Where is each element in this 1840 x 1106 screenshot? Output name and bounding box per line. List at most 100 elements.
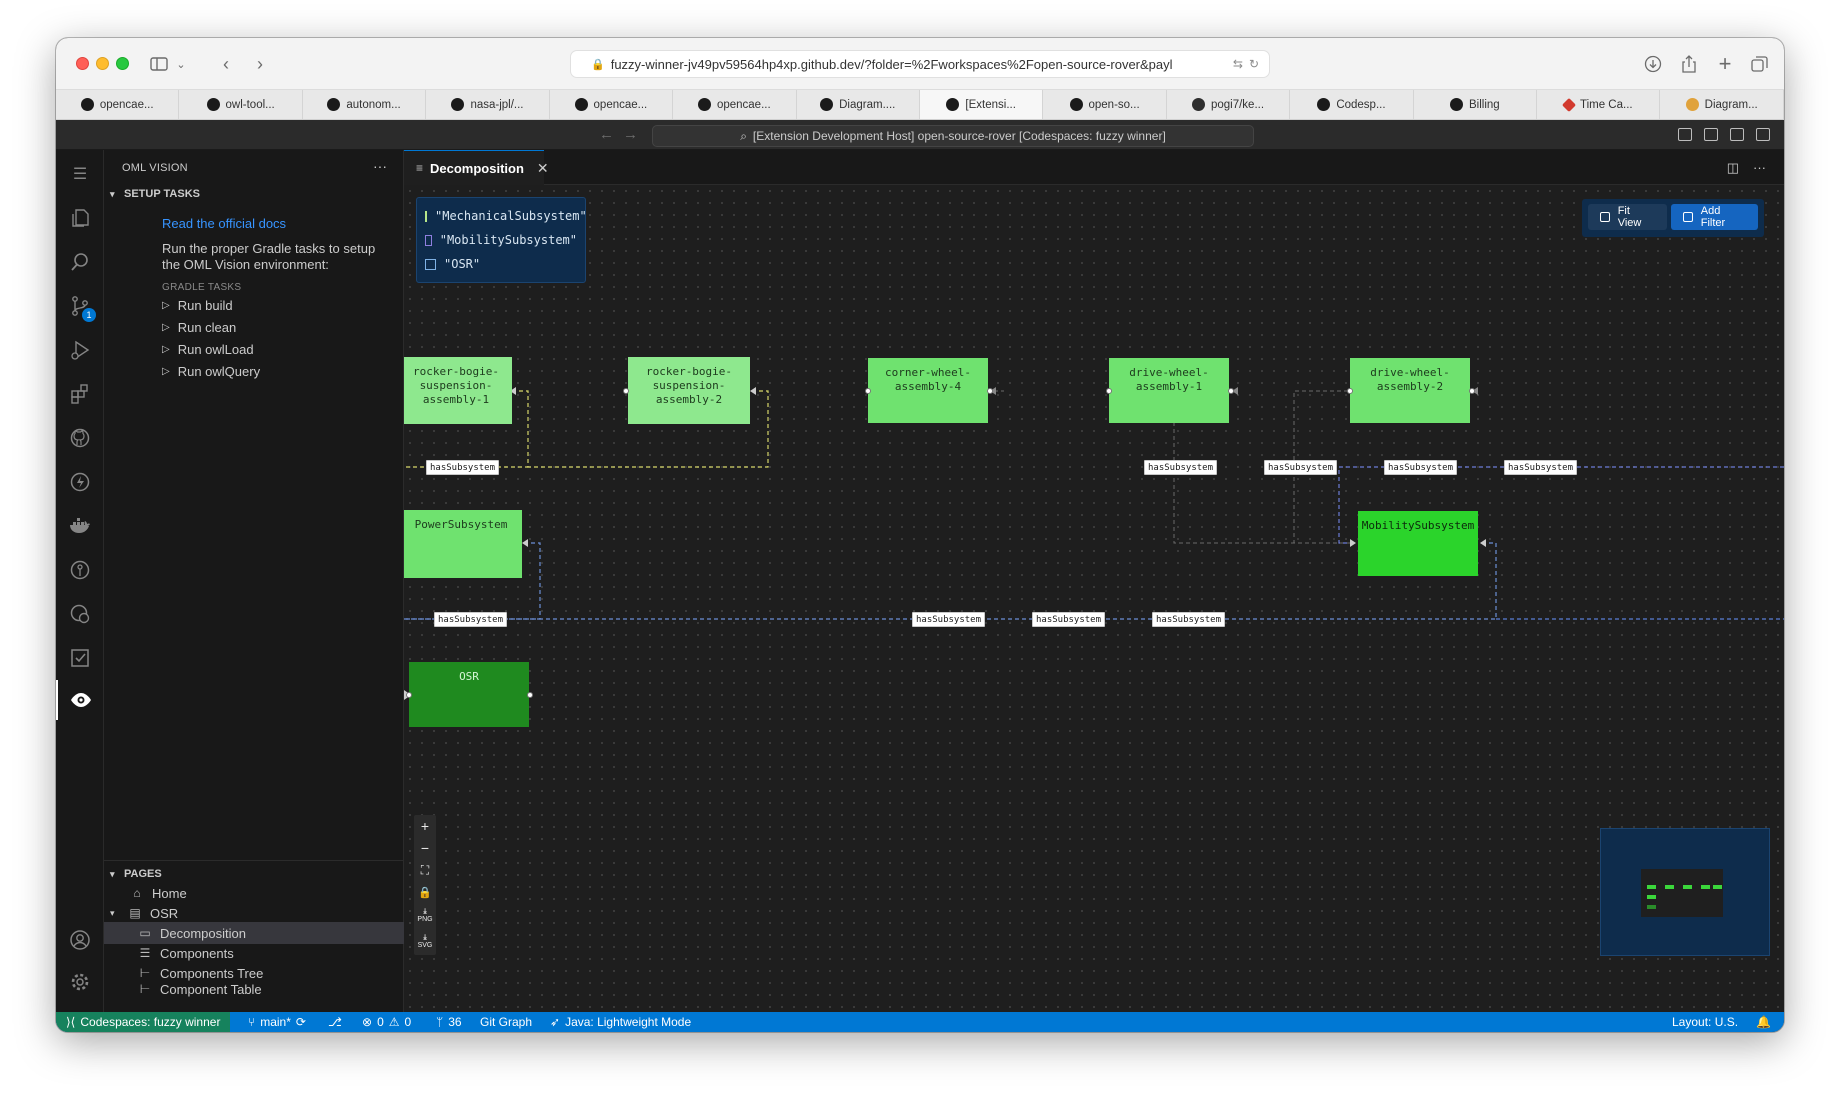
github-icon[interactable] — [56, 418, 104, 458]
notifications-bell-icon[interactable]: 🔔 — [1756, 1015, 1771, 1029]
fit-view-button[interactable]: Fit View — [1588, 204, 1668, 230]
legend-item[interactable]: "MobilitySubsystem" — [425, 228, 577, 252]
download-icon[interactable] — [1642, 50, 1664, 78]
node-power-subsystem[interactable]: PowerSubsystem — [404, 510, 522, 578]
page-home[interactable]: ⌂Home — [130, 882, 402, 904]
browser-tab[interactable]: Diagram... — [1660, 90, 1784, 119]
tab-overview-icon[interactable] — [1748, 50, 1770, 78]
node-rocker-bogie-suspension-assembly-2[interactable]: rocker-bogie- suspension- assembly-2 — [628, 357, 750, 424]
browser-tab[interactable]: nasa-jpl/... — [426, 90, 550, 119]
page-decomposition[interactable]: ▭Decomposition — [104, 922, 404, 944]
docker-icon[interactable] — [56, 506, 104, 546]
edge-label[interactable]: hasSubsystem — [1504, 460, 1578, 475]
command-center[interactable]: ⌕ [Extension Development Host] open-sour… — [652, 125, 1254, 147]
account-icon[interactable] — [56, 920, 104, 960]
customize-layout-icon[interactable] — [1756, 128, 1770, 141]
sync-icon[interactable]: ⟳ — [295, 1015, 306, 1029]
browser-tab[interactable]: opencae... — [673, 90, 797, 119]
checkbox-icon[interactable] — [425, 258, 436, 270]
menu-icon[interactable]: ☰ — [72, 166, 88, 183]
lock-icon[interactable]: 🔒 — [418, 886, 432, 899]
source-control-icon[interactable]: 1 — [56, 286, 104, 326]
edge-label[interactable]: hasSubsystem — [434, 612, 508, 627]
translate-icon[interactable]: ⇆ — [1232, 57, 1243, 71]
task-run-owlload[interactable]: ▷Run owlLoad — [162, 342, 254, 357]
page-component-table[interactable]: ⊢Component Table — [138, 982, 402, 998]
zoom-in-icon[interactable]: + — [420, 818, 430, 834]
sidebar-toggle-icon[interactable] — [148, 50, 170, 78]
timeline-icon[interactable] — [56, 550, 104, 590]
edge-label[interactable]: hasSubsystem — [912, 612, 986, 627]
gear-icon[interactable] — [56, 962, 104, 1002]
address-bar[interactable]: 🔒 fuzzy-winner-jv49pv59564hp4xp.github.d… — [570, 50, 1270, 78]
browser-tab[interactable]: owl-tool... — [179, 90, 303, 119]
browser-tab-active[interactable]: [Extensi... — [919, 90, 1044, 119]
toggle-panel-icon[interactable] — [1704, 128, 1718, 141]
edge-label[interactable]: hasSubsystem — [426, 460, 500, 475]
close-window-button[interactable] — [76, 57, 89, 70]
tab-decomposition[interactable]: ≡ Decomposition ✕ — [404, 150, 549, 185]
browser-tab[interactable]: autonom... — [303, 90, 427, 119]
remote-indicator[interactable]: ⟩⟨ Codespaces: fuzzy winner — [56, 1012, 231, 1032]
add-filter-button[interactable]: Add Filter — [1671, 204, 1758, 230]
remote-explorer-icon[interactable] — [56, 594, 104, 634]
pages-section[interactable]: ▾ PAGES — [110, 868, 162, 880]
oml-vision-eye-icon[interactable] — [56, 680, 104, 720]
edge-label[interactable]: hasSubsystem — [1384, 460, 1458, 475]
java-status[interactable]: ➶Java: Lightweight Mode — [550, 1012, 691, 1032]
browser-tab[interactable]: open-so... — [1043, 90, 1167, 119]
lightning-icon[interactable] — [56, 462, 104, 502]
task-run-clean[interactable]: ▷Run clean — [162, 320, 236, 335]
node-corner-wheel-assembly-4[interactable]: corner-wheel- assembly-4 — [868, 358, 988, 423]
edge-label[interactable]: hasSubsystem — [1144, 460, 1218, 475]
back-arrow-icon[interactable]: ← — [599, 126, 614, 143]
browser-tab[interactable]: Diagram.... — [797, 90, 920, 119]
problems-indicator[interactable]: ⊗0 ⚠0 — [362, 1012, 411, 1032]
more-actions-icon[interactable]: ··· — [373, 158, 387, 174]
download-png-button[interactable]: ⤓PNG — [414, 903, 436, 929]
browser-tab[interactable]: pogi7/ke... — [1167, 90, 1291, 119]
legend-item[interactable]: "MechanicalSubsystem" — [425, 204, 587, 228]
search-icon[interactable] — [56, 242, 104, 282]
fit-screen-icon[interactable]: ⛶ — [420, 862, 430, 877]
edge-label[interactable]: hasSubsystem — [1152, 612, 1226, 627]
browser-tab[interactable]: opencae... — [56, 90, 180, 119]
split-editor-icon[interactable]: ◫ — [1726, 160, 1739, 175]
chevron-down-icon[interactable]: ⌄ — [176, 58, 186, 71]
page-osr[interactable]: ▾▤OSR — [110, 902, 402, 924]
new-tab-icon[interactable]: + — [1718, 51, 1732, 76]
docs-link[interactable]: Read the official docs — [162, 216, 287, 231]
minimap[interactable] — [1600, 828, 1770, 956]
task-run-owlquery[interactable]: ▷Run owlQuery — [162, 364, 260, 379]
run-debug-icon[interactable] — [56, 330, 104, 370]
task-run-build[interactable]: ▷Run build — [162, 298, 233, 313]
checkbox-icon[interactable] — [425, 210, 427, 222]
minimize-window-button[interactable] — [96, 57, 109, 70]
live-share-icon[interactable]: ⎇ — [328, 1015, 342, 1029]
node-drive-wheel-assembly-2[interactable]: drive-wheel- assembly-2 — [1350, 358, 1470, 423]
extensions-icon[interactable] — [56, 374, 104, 414]
node-mobility-subsystem[interactable]: MobilitySubsystem — [1358, 511, 1478, 576]
toggle-primary-sidebar-icon[interactable] — [1678, 128, 1692, 141]
page-components-tree[interactable]: ⊢Components Tree — [138, 962, 402, 984]
reload-icon[interactable]: ↻ — [1248, 57, 1259, 71]
git-graph-button[interactable]: Git Graph — [480, 1015, 533, 1029]
explorer-icon[interactable] — [56, 198, 104, 238]
back-arrow-icon[interactable]: ‹ — [223, 53, 229, 74]
forward-arrow-icon[interactable]: › — [257, 53, 263, 74]
minimap-viewport[interactable] — [1641, 869, 1723, 917]
share-icon[interactable] — [1678, 50, 1700, 78]
setup-tasks-section[interactable]: ▾ SETUP TASKS — [110, 188, 200, 200]
forward-arrow-icon[interactable]: → — [623, 126, 638, 143]
testing-icon[interactable] — [56, 638, 104, 678]
browser-tab[interactable]: Time Ca... — [1537, 90, 1661, 119]
close-icon[interactable]: ✕ — [536, 159, 549, 176]
node-osr[interactable]: OSR — [409, 662, 529, 727]
edge-label[interactable]: hasSubsystem — [1032, 612, 1106, 627]
browser-tab[interactable]: Codesp... — [1290, 90, 1414, 119]
page-components[interactable]: ☰Components — [138, 942, 402, 964]
node-drive-wheel-assembly-1[interactable]: drive-wheel- assembly-1 — [1109, 358, 1229, 423]
legend-item[interactable]: "OSR" — [425, 252, 577, 276]
keyboard-layout[interactable]: Layout: U.S. — [1672, 1015, 1739, 1029]
